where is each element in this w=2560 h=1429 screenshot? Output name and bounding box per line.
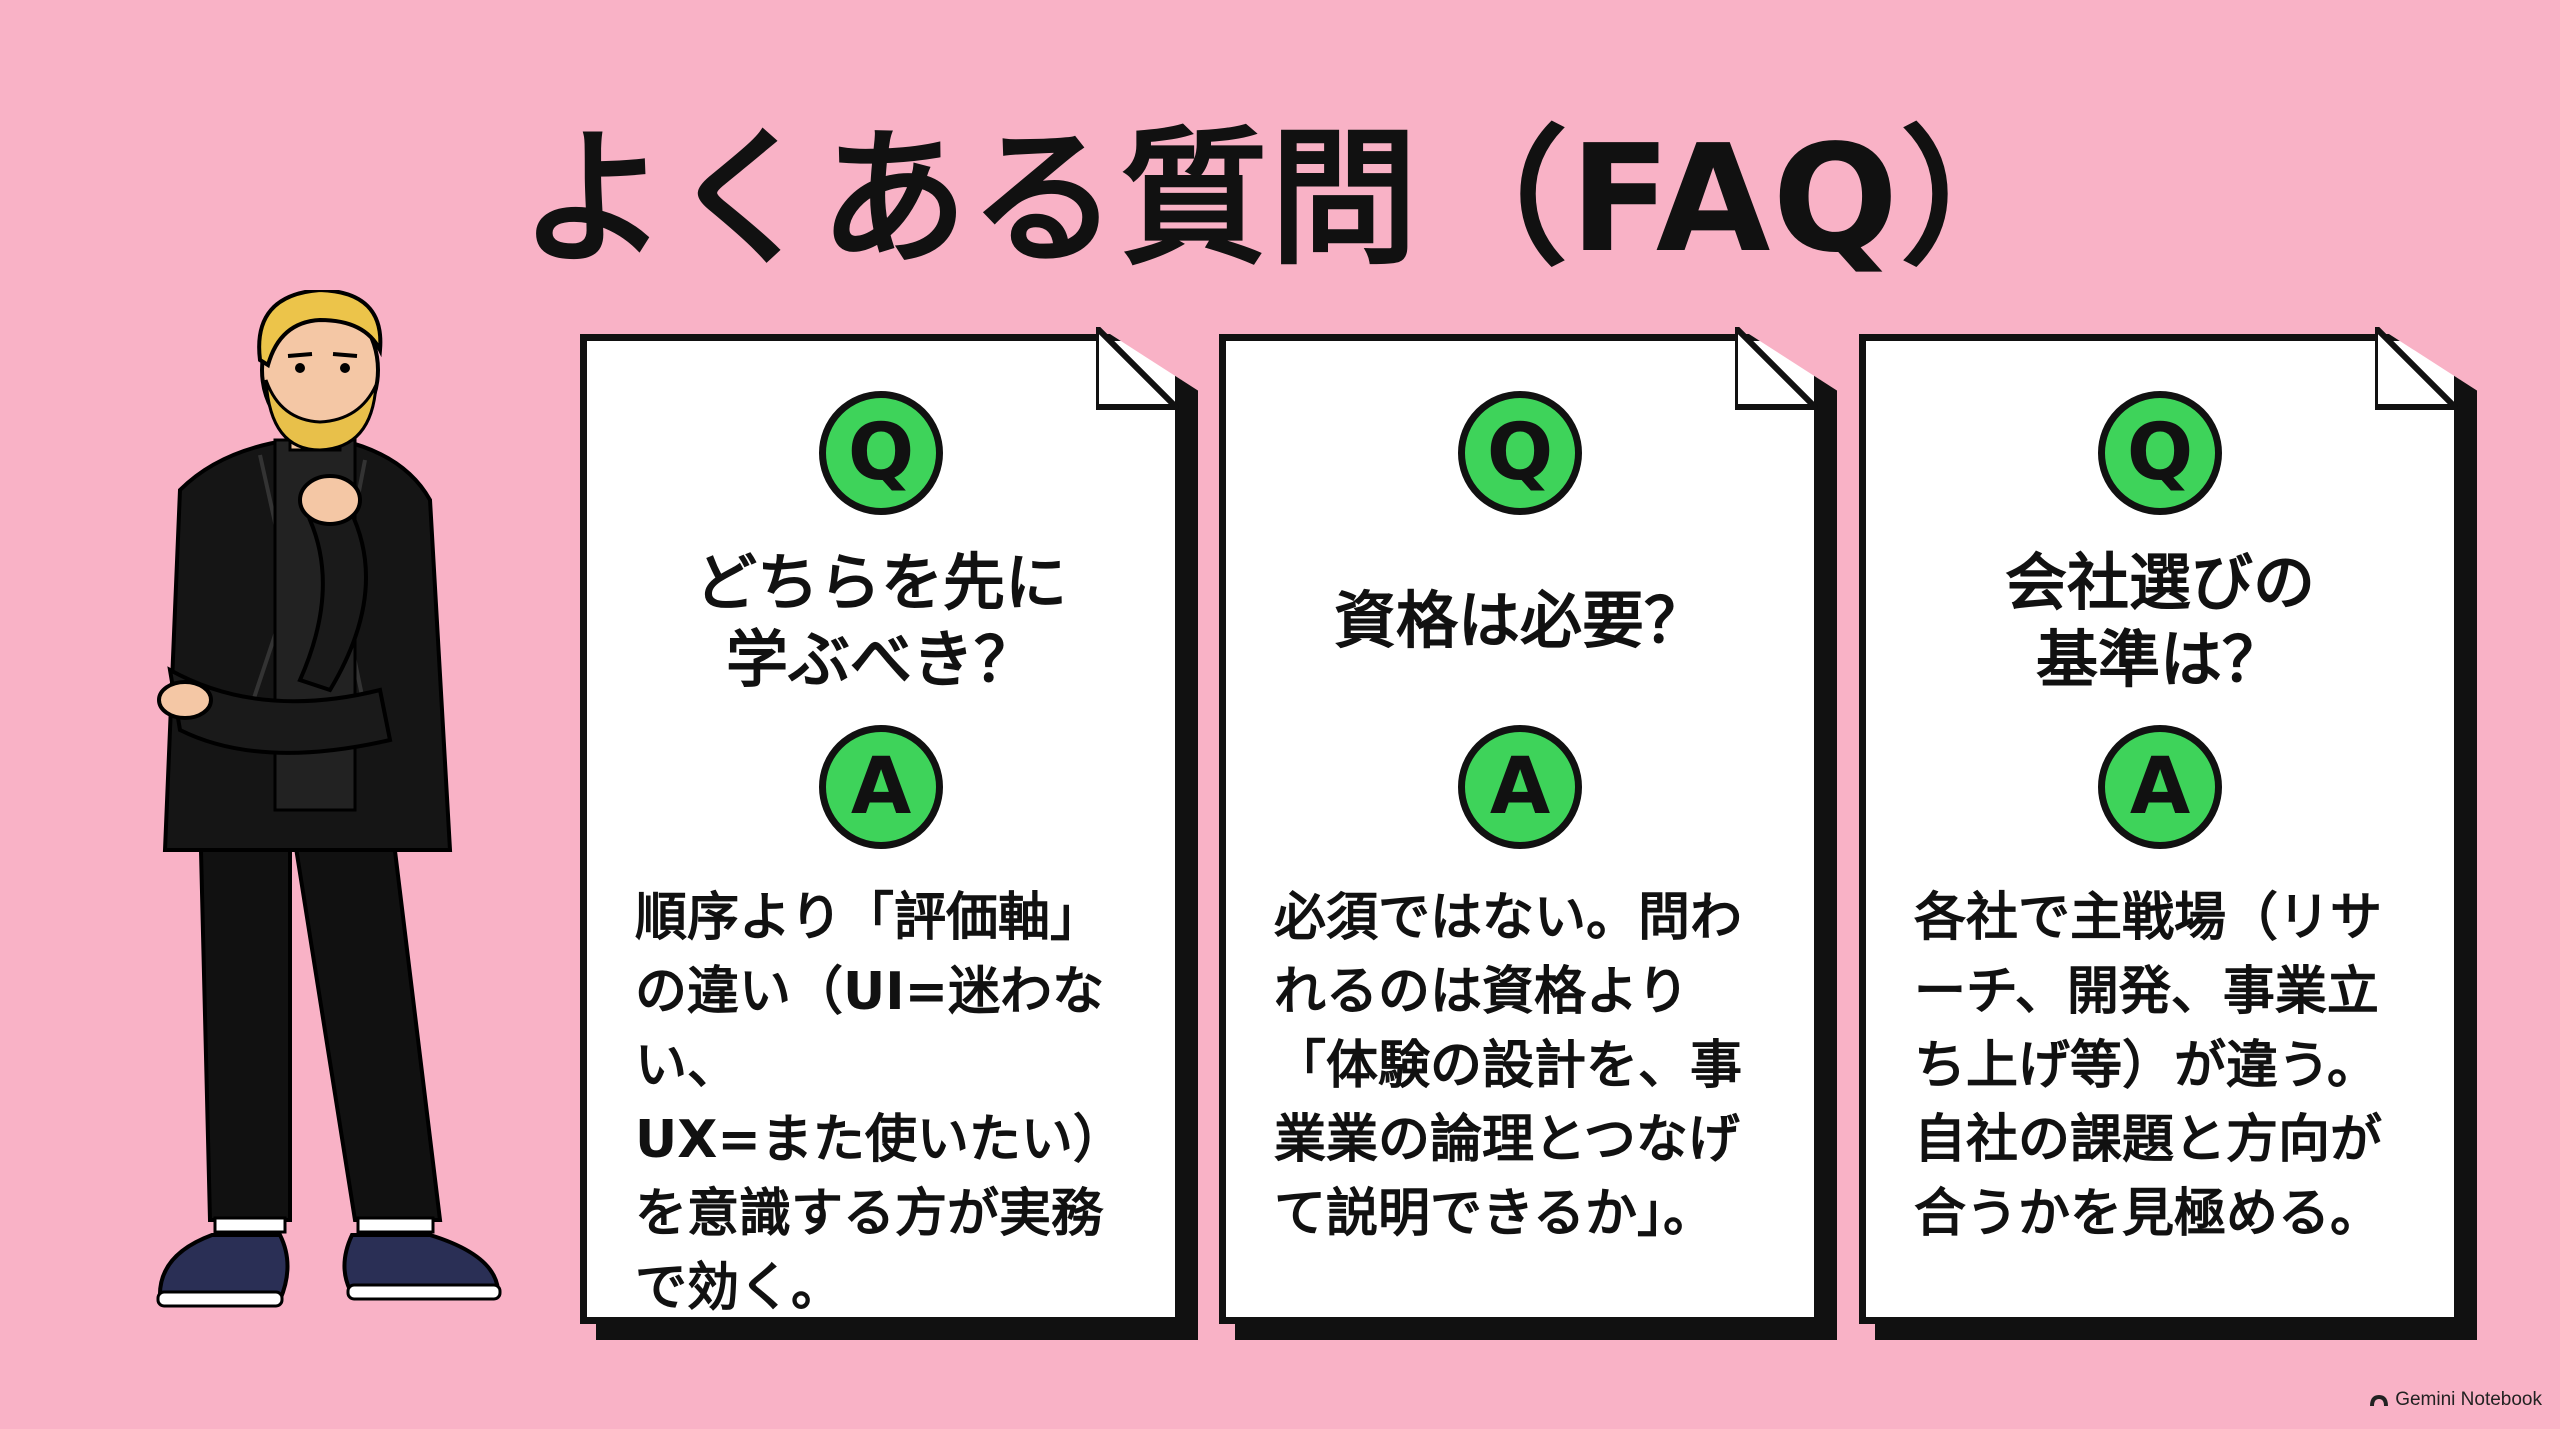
card-3-folded-corner	[2375, 327, 2458, 410]
faq-answer: 必須ではない。問わ れるのは資格より 「体験の設計を、事 業業の論理とつなげ て…	[1274, 888, 1743, 1244]
page-title: よくある質問（FAQ）	[519, 113, 2051, 285]
card-2-folded-corner	[1735, 327, 1818, 410]
question-badge: Q	[2098, 391, 2222, 515]
question-badge: Q	[1458, 391, 1582, 515]
faq-card-2: Q 資格は必要？ A 必須ではない。問わ れるのは資格より 「体験の設計を、事 …	[1219, 334, 1821, 1324]
answer-badge: A	[1458, 725, 1582, 849]
answer-badge: A	[2098, 725, 2222, 849]
brand-label: Gemini Notebook	[2395, 1389, 2542, 1410]
card-1-folded-corner	[1096, 327, 1179, 410]
faq-card-3: Q 会社選びの 基準は？ A 各社で主戦場（リサ ーチ、開発、事業立 ち上げ等）…	[1859, 334, 2461, 1324]
faq-card-1: Q どちらを先に 学ぶべき？ A 順序より「評価軸」 の違い（UI=迷わない、 …	[580, 334, 1182, 1324]
faq-question: どちらを先に 学ぶべき？	[694, 545, 1067, 696]
faq-question: 資格は必要？	[1333, 584, 1706, 658]
brand-watermark: Gemini Notebook	[2369, 1389, 2542, 1411]
thinking-man-illustration	[156, 290, 502, 1308]
answer-badge: A	[819, 725, 943, 849]
faq-answer: 順序より「評価軸」 の違い（UI=迷わない、 UX=また使いたい） を意識する方…	[635, 888, 1125, 1318]
notebook-logo-icon	[2370, 1395, 2389, 1406]
question-badge: Q	[819, 391, 943, 515]
faq-answer: 各社で主戦場（リサ ーチ、開発、事業立 ち上げ等）が違う。 自社の課題と方向が …	[1914, 888, 2383, 1244]
faq-question: 会社選びの 基準は？	[2004, 545, 2315, 696]
